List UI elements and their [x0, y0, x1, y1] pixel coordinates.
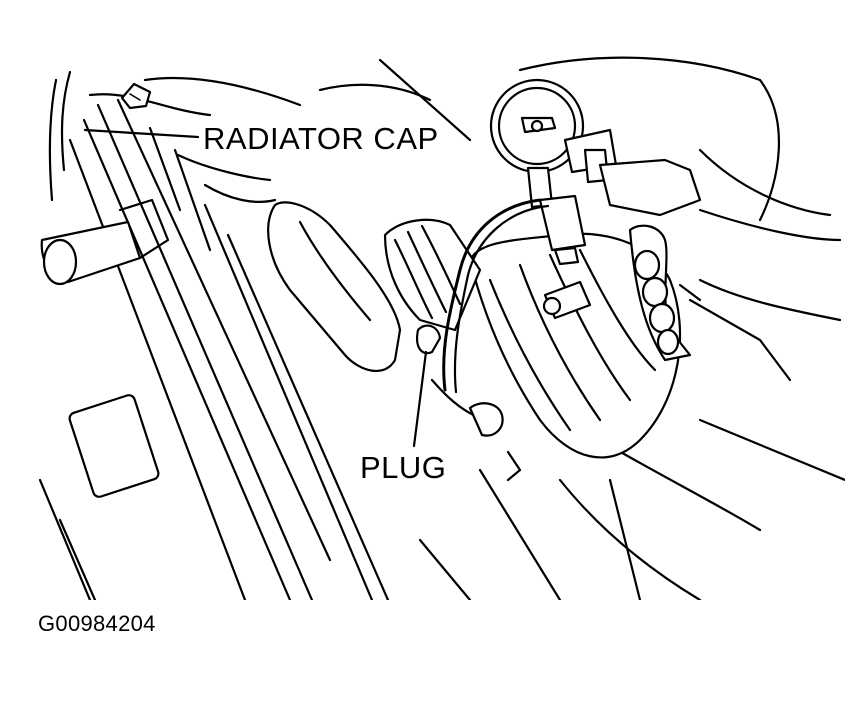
upper-hose — [40, 198, 170, 286]
center-hose — [267, 201, 402, 373]
engine-bay-illustration — [38, 56, 845, 600]
radiator-cap-icon — [120, 82, 152, 110]
radiator-cap-leader-line — [83, 128, 200, 139]
radiator-cap-label: RADIATOR CAP — [203, 121, 439, 156]
linkage-bracket — [598, 158, 702, 362]
sensor-fitting — [542, 280, 592, 320]
plug-leader-line — [412, 350, 428, 448]
housing-notch — [506, 450, 522, 482]
thermostat-housing — [468, 232, 682, 459]
radiator-label-plate — [68, 394, 160, 498]
figure-id: G00984204 — [38, 611, 156, 636]
intake-hose — [383, 218, 482, 332]
plug-icon — [416, 324, 504, 437]
plug-label: PLUG — [360, 450, 447, 485]
